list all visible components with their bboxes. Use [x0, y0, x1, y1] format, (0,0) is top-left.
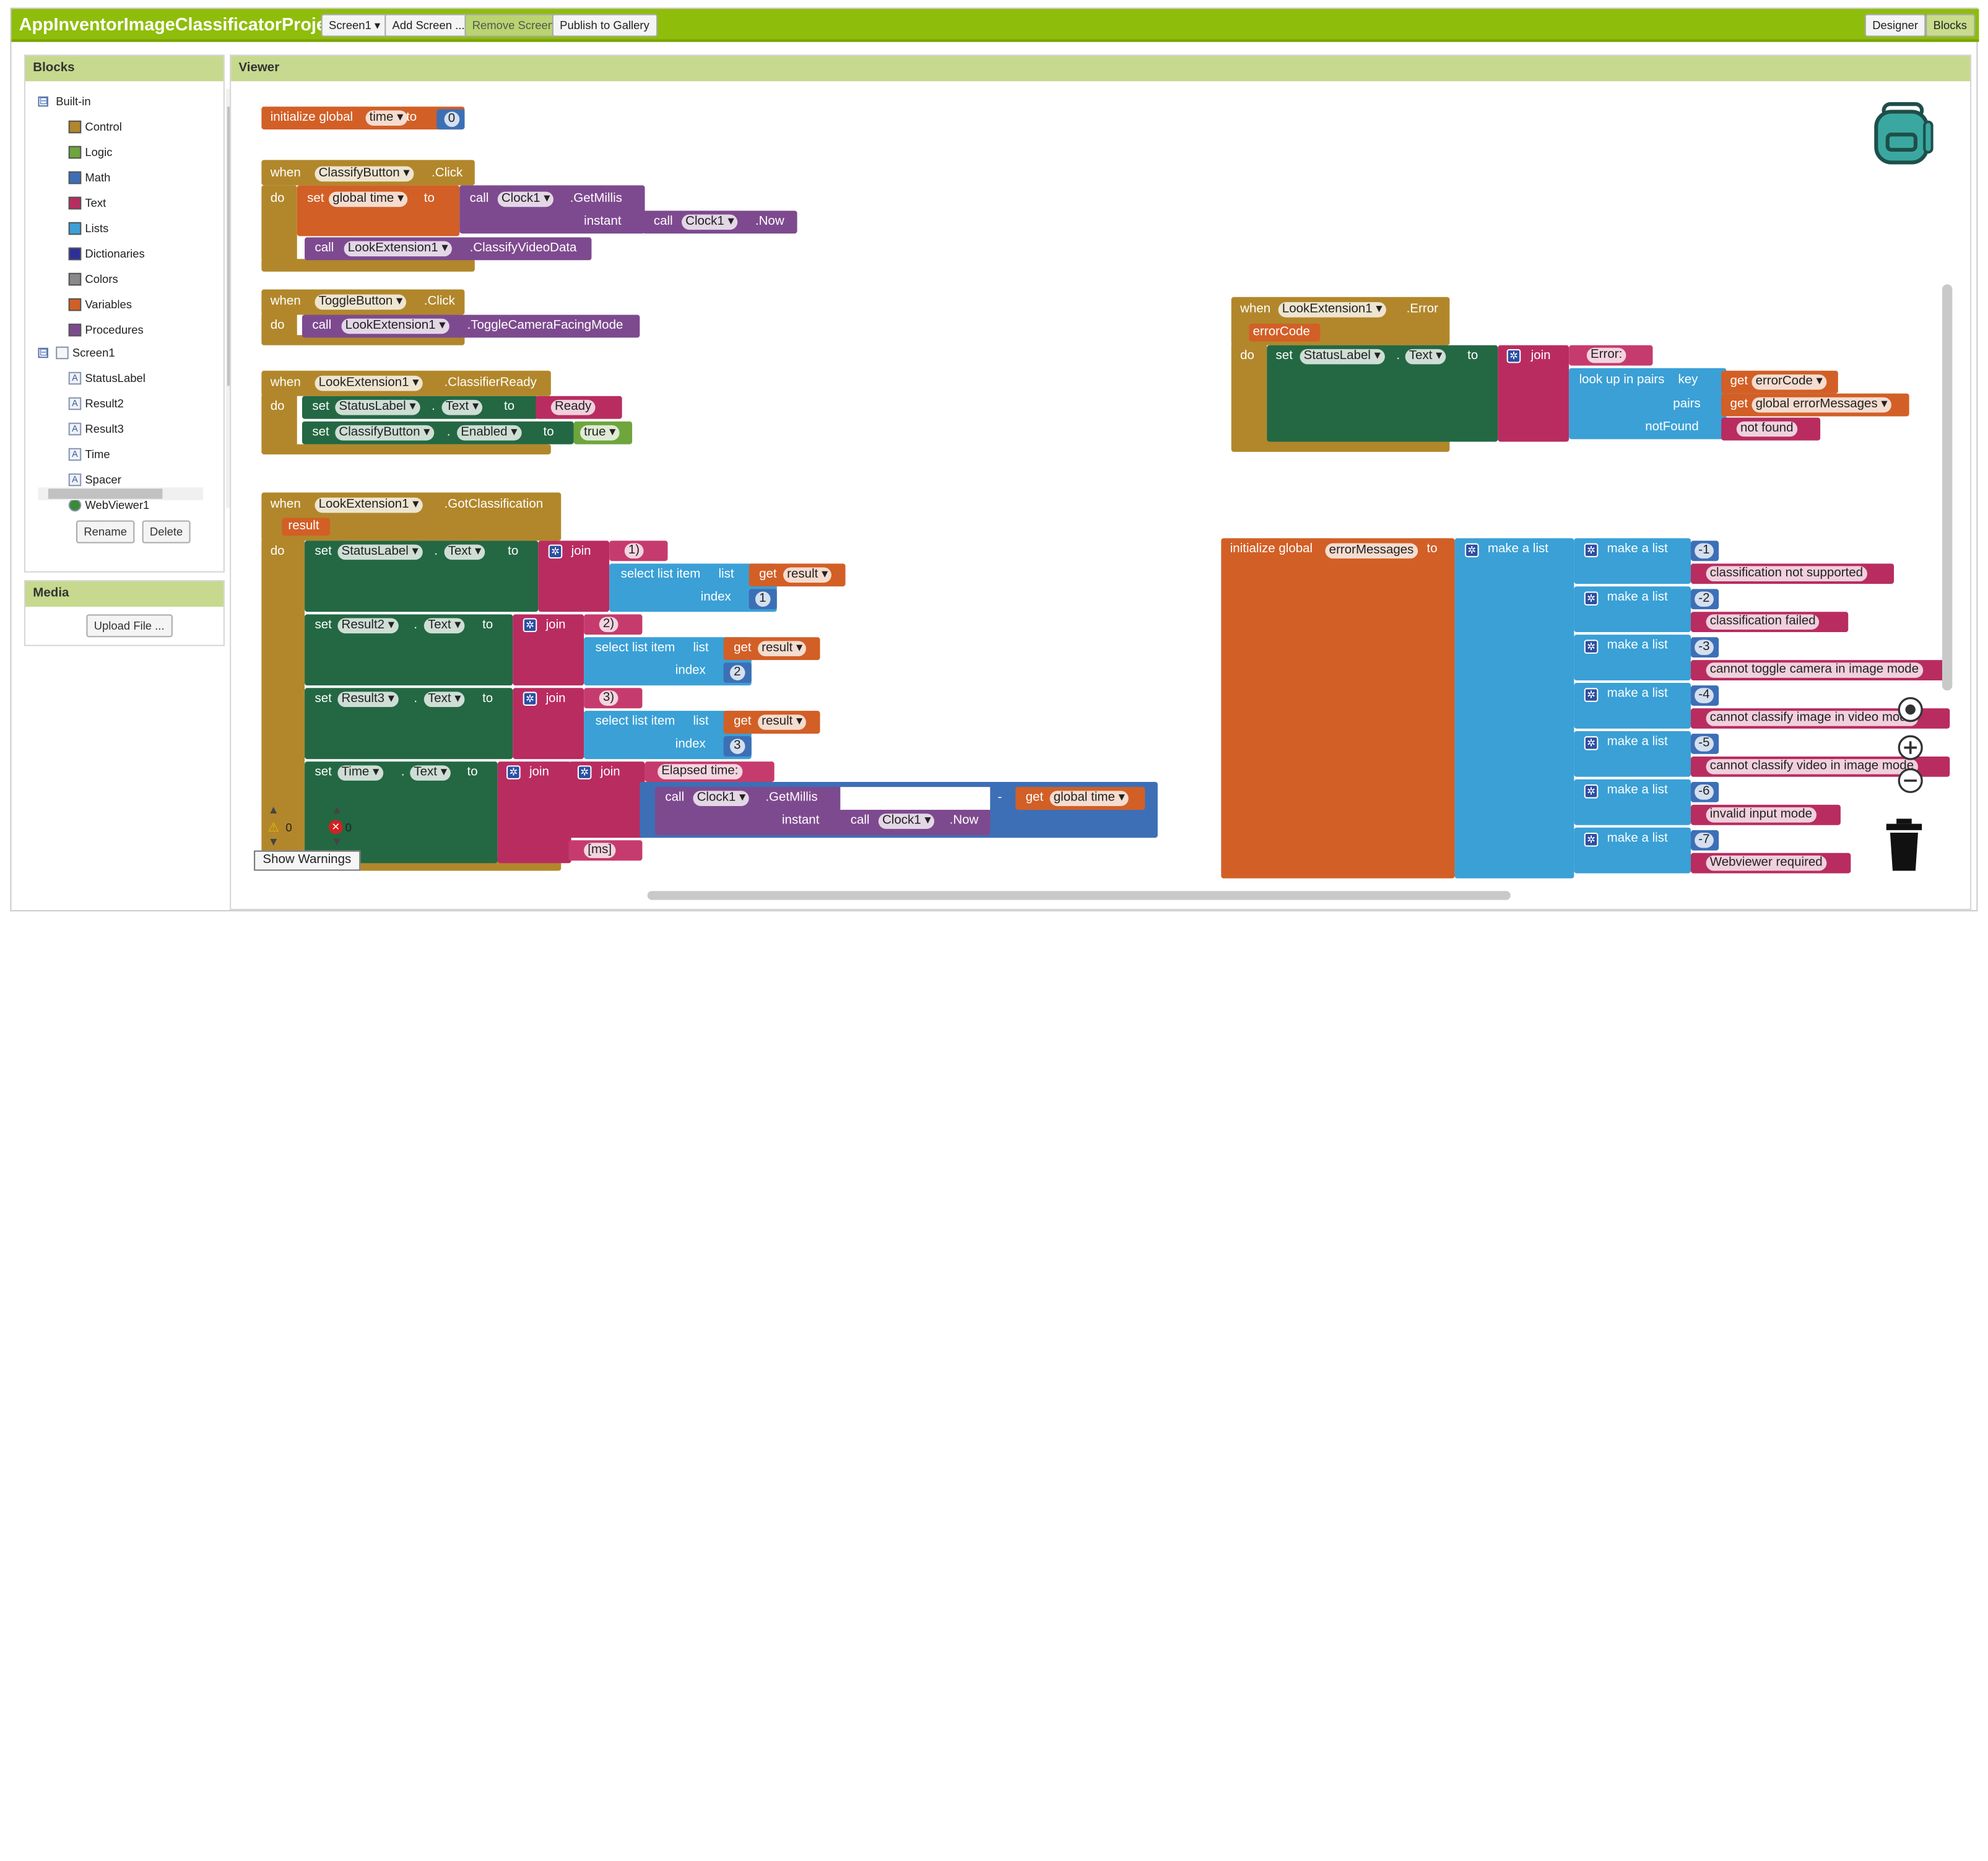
screen-icon	[56, 346, 69, 360]
set-result3-join-block[interactable]	[305, 688, 513, 760]
category-swatch-icon	[68, 145, 82, 159]
category-swatch-icon	[68, 272, 82, 286]
collapse-icon[interactable]: ⊟	[38, 347, 48, 358]
category-swatch-icon	[68, 120, 82, 134]
warnings-up-icon[interactable]: ▲	[267, 803, 279, 817]
blocks-button[interactable]: Blocks	[1925, 14, 1975, 37]
tree-item-procedures[interactable]: Procedures	[68, 320, 144, 341]
error-icon: ✕	[329, 820, 343, 835]
warnings-count: 0	[285, 821, 292, 835]
category-swatch-icon	[68, 222, 82, 235]
set-time-join-block[interactable]	[305, 761, 498, 864]
label-component-icon: A	[68, 371, 82, 385]
warning-icon: ⚠	[267, 821, 280, 836]
designer-button[interactable]: Designer	[1864, 14, 1926, 37]
label-component-icon: A	[68, 422, 82, 436]
media-panel-header: Media	[25, 581, 224, 607]
tree-item-text[interactable]: Text	[68, 193, 106, 214]
category-swatch-icon	[68, 298, 82, 311]
category-swatch-icon	[68, 247, 82, 261]
init-global-errormessages-block[interactable]	[1221, 538, 1455, 878]
tree-item-control[interactable]: Control	[68, 117, 122, 137]
project-title: AppInventorImageClassificatorProject	[19, 14, 342, 35]
category-swatch-icon	[68, 171, 82, 184]
zoom-in-icon[interactable]	[1896, 734, 1924, 761]
screen-selector[interactable]: Screen1 ▾	[321, 14, 388, 37]
errors-count: 0	[345, 821, 352, 835]
gear-icon[interactable]: ✲	[1584, 736, 1599, 750]
workspace-vscroll[interactable]	[1942, 284, 1953, 691]
make-a-list-outer-block[interactable]	[1454, 538, 1574, 878]
viewer-header: Viewer	[231, 56, 1971, 82]
gear-icon[interactable]: ✲	[1584, 784, 1599, 799]
gear-icon[interactable]: ✲	[577, 765, 592, 779]
tree-item-dictionaries[interactable]: Dictionaries	[68, 244, 145, 264]
tree-item-variables[interactable]: Variables	[68, 295, 132, 315]
gear-icon[interactable]: ✲	[548, 544, 563, 559]
blocks-panel-header: Blocks	[25, 56, 224, 82]
recenter-icon[interactable]	[1896, 696, 1924, 724]
gear-icon[interactable]: ✲	[1584, 640, 1599, 654]
tree-item-logic[interactable]: Logic	[68, 142, 112, 163]
call-clock-getmillis-block[interactable]	[459, 185, 645, 234]
top-toolbar: AppInventorImageClassificatorProject Scr…	[11, 9, 1979, 42]
show-warnings-button[interactable]: Show Warnings	[254, 850, 360, 871]
gear-icon[interactable]: ✲	[1465, 543, 1479, 558]
tree-item-math[interactable]: Math	[68, 168, 110, 188]
lookup-in-pairs-block[interactable]	[1569, 368, 1727, 440]
blocks-tree-hscroll[interactable]	[38, 487, 204, 500]
gear-icon[interactable]: ✲	[1584, 688, 1599, 702]
param-result[interactable]	[282, 518, 331, 536]
tree-screen1[interactable]: ⊟Screen1	[38, 343, 115, 363]
errors-up-icon[interactable]: ▲	[331, 803, 343, 817]
category-swatch-icon	[68, 323, 82, 337]
collapse-icon[interactable]: ⊟	[38, 96, 48, 107]
remove-screen-button[interactable]: Remove Screen	[464, 14, 562, 37]
set-result2-join-block[interactable]	[305, 614, 513, 686]
gear-icon[interactable]: ✲	[506, 765, 521, 779]
var-name-time[interactable]: time ▾	[365, 110, 407, 126]
upload-file-button[interactable]: Upload File ...	[86, 614, 172, 638]
blocks-workspace[interactable]: initialize global time ▾ to 0 when Class…	[0, 0, 1988, 927]
gear-icon[interactable]: ✲	[1584, 591, 1599, 605]
tree-component-webviewer1[interactable]: WebViewer1	[68, 495, 149, 516]
workspace-hscroll[interactable]	[647, 891, 1511, 900]
trash-icon[interactable]	[1884, 817, 1925, 873]
category-swatch-icon	[68, 196, 82, 210]
param-errorcode[interactable]	[1249, 323, 1321, 342]
delete-button[interactable]: Delete	[142, 520, 191, 544]
media-panel: Media Upload File ...	[24, 579, 225, 646]
errors-down-icon[interactable]: ▼	[331, 835, 343, 848]
label-component-icon: A	[68, 448, 82, 461]
gear-icon[interactable]: ✲	[523, 618, 537, 633]
gear-icon[interactable]: ✲	[1506, 349, 1521, 363]
gear-icon[interactable]: ✲	[1584, 543, 1599, 558]
gear-icon[interactable]: ✲	[523, 692, 537, 706]
gear-icon[interactable]: ✲	[1584, 832, 1599, 847]
init-global-time-block[interactable]	[261, 106, 465, 130]
zoom-out-icon[interactable]	[1896, 766, 1924, 794]
backpack-icon[interactable]	[1871, 99, 1937, 168]
tree-builtin[interactable]: ⊟Built-in	[38, 92, 91, 112]
rename-button[interactable]: Rename	[76, 520, 135, 544]
tree-item-colors[interactable]: Colors	[68, 269, 118, 290]
tree-item-lists[interactable]: Lists	[68, 219, 108, 239]
label-component-icon: A	[68, 397, 82, 410]
label-component-icon: A	[68, 473, 82, 487]
add-screen-button[interactable]: Add Screen ...	[384, 14, 472, 37]
warnings-down-icon[interactable]: ▼	[267, 835, 279, 848]
publish-to-gallery-button[interactable]: Publish to Gallery	[552, 14, 658, 37]
